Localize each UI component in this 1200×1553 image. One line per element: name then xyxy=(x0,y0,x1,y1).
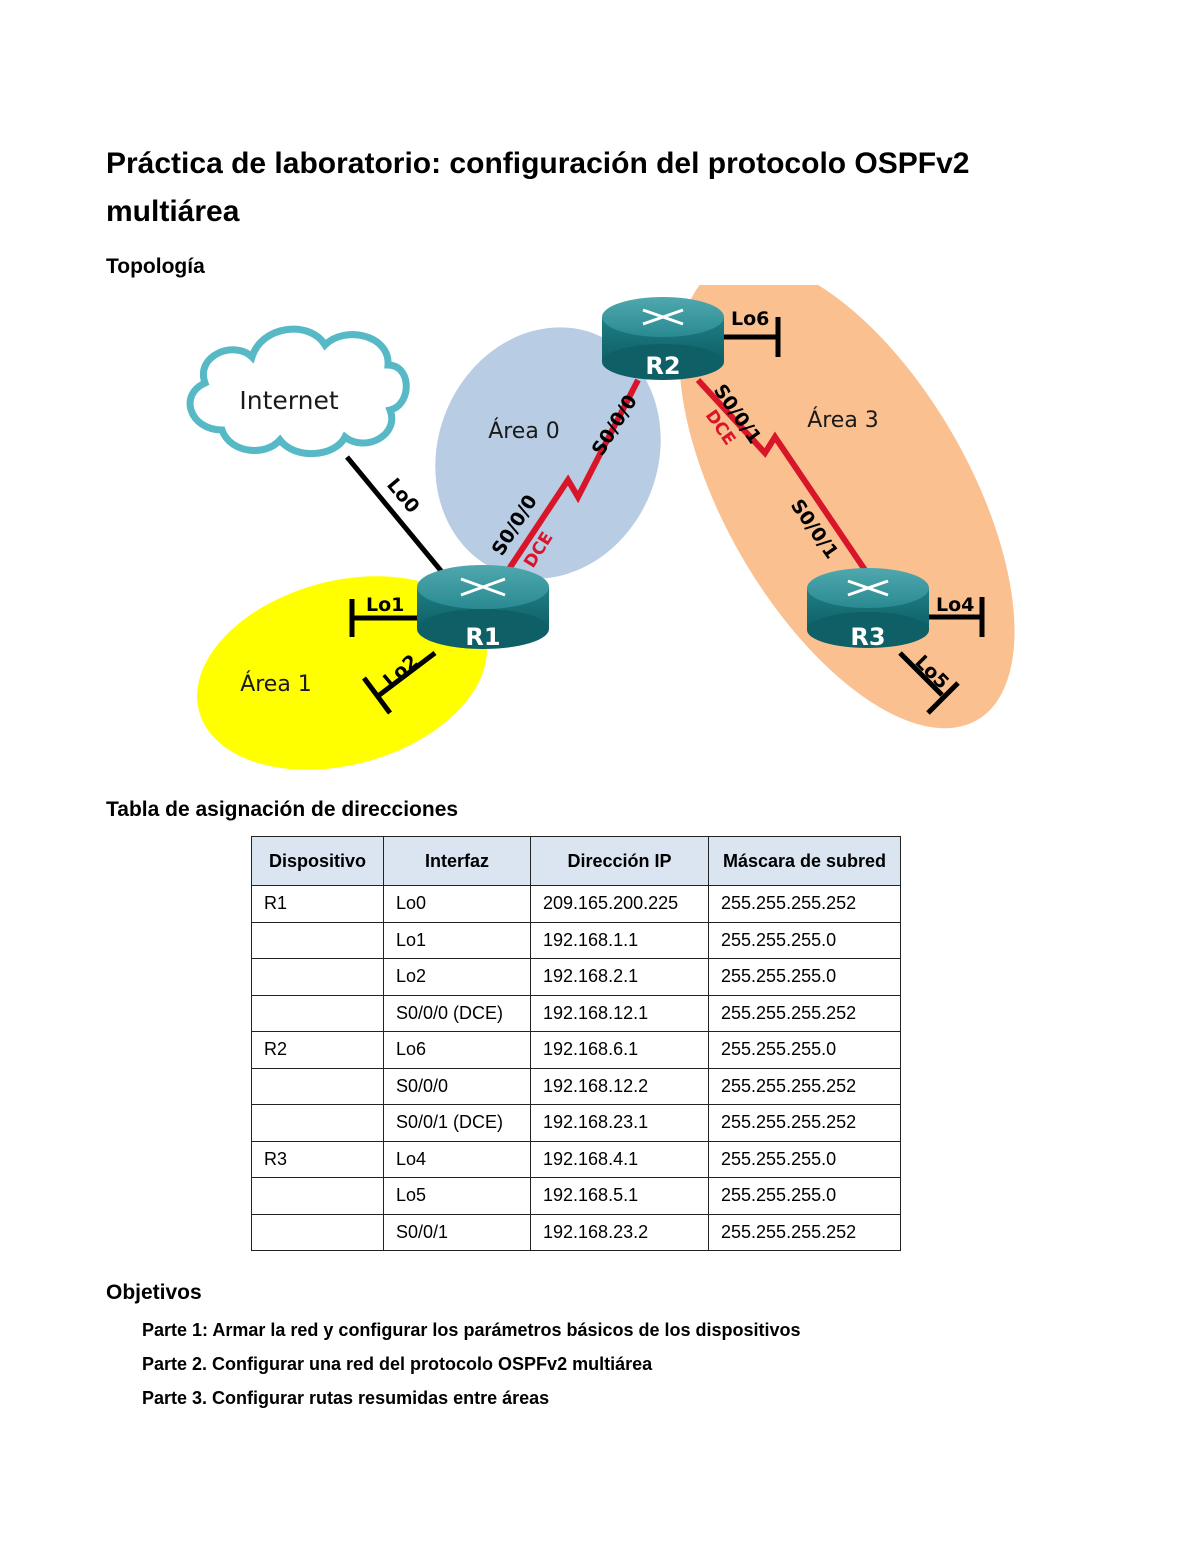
cell-ip: 192.168.23.2 xyxy=(530,1213,709,1251)
loopback-lo6-label: Lo6 xyxy=(731,308,769,330)
cell-ip: 192.168.4.1 xyxy=(530,1140,709,1178)
internet-cloud-icon xyxy=(186,325,410,457)
cell-ip: 192.168.23.1 xyxy=(530,1104,709,1142)
cell-device: R3 xyxy=(251,1140,384,1178)
loopback-lo1-label: Lo1 xyxy=(366,594,404,616)
cell-interface: S0/0/0 xyxy=(383,1067,531,1105)
cell-device xyxy=(251,1067,384,1105)
cell-ip: 192.168.12.2 xyxy=(530,1067,709,1105)
cell-interface: S0/0/0 (DCE) xyxy=(383,994,531,1032)
cell-device xyxy=(251,1177,384,1215)
router-r1-icon xyxy=(417,565,549,649)
router-r2-icon xyxy=(602,297,724,380)
area-0-region xyxy=(435,327,661,579)
link-serial-r1-r2 xyxy=(502,378,641,577)
topology-heading: Topología xyxy=(106,255,205,278)
cell-interface: Lo4 xyxy=(383,1140,531,1178)
cell-interface: Lo2 xyxy=(383,958,531,996)
cell-mask: 255.255.255.252 xyxy=(708,1104,901,1142)
header-mask: Máscara de subred xyxy=(708,836,901,886)
cell-device xyxy=(251,958,384,996)
loopback-lo6-icon xyxy=(720,317,781,357)
cell-ip: 192.168.5.1 xyxy=(530,1177,709,1215)
router-r2-label: R2 xyxy=(645,352,680,380)
cell-mask: 255.255.255.0 xyxy=(708,1140,901,1178)
cell-ip: 192.168.2.1 xyxy=(530,958,709,996)
link-lo0 xyxy=(345,455,444,574)
objectives-heading: Objetivos xyxy=(106,1281,202,1304)
page-title: Práctica de laboratorio: configuración d… xyxy=(106,147,970,228)
objective-part-2: Parte 2. Configurar una red del protocol… xyxy=(142,1354,653,1374)
cell-ip: 192.168.1.1 xyxy=(530,921,709,959)
cell-interface: Lo1 xyxy=(383,921,531,959)
area-1-label: Área 1 xyxy=(240,671,312,697)
link-serial-r2-r3 xyxy=(695,377,868,572)
cell-interface: S0/0/1 xyxy=(383,1213,531,1251)
link-label-lo0: Lo0 xyxy=(382,474,424,518)
header-ip: Dirección IP xyxy=(530,836,709,886)
cell-ip: 192.168.12.1 xyxy=(530,994,709,1032)
router-r3-icon xyxy=(807,568,929,648)
cell-mask: 255.255.255.0 xyxy=(708,1031,901,1069)
router-r3-label: R3 xyxy=(850,623,885,651)
cell-device xyxy=(251,1104,384,1142)
objective-part-1: Parte 1: Armar la red y configurar los p… xyxy=(142,1320,801,1340)
cell-device: R2 xyxy=(251,1031,384,1069)
loopback-lo4-icon xyxy=(925,597,985,637)
loopback-lo5-icon xyxy=(898,651,960,715)
cell-device xyxy=(251,1213,384,1251)
cell-interface: Lo5 xyxy=(383,1177,531,1215)
cell-mask: 255.255.255.252 xyxy=(708,994,901,1032)
area-0-label: Área 0 xyxy=(488,418,560,444)
loopback-lo4-label: Lo4 xyxy=(936,594,974,616)
area-1-region xyxy=(197,576,487,770)
cell-mask: 255.255.255.252 xyxy=(708,1213,901,1251)
internet-label: Internet xyxy=(239,386,338,415)
cell-mask: 255.255.255.0 xyxy=(708,1177,901,1215)
area-3-region xyxy=(679,285,1015,729)
cell-device xyxy=(251,994,384,1032)
cell-mask: 255.255.255.252 xyxy=(708,885,901,923)
table-header-row: Dispositivo Interfaz Dirección IP Máscar… xyxy=(251,836,901,886)
cell-interface: Lo0 xyxy=(383,885,531,923)
cell-interface: S0/0/1 (DCE) xyxy=(383,1104,531,1142)
cell-device: R1 xyxy=(251,885,384,923)
cell-mask: 255.255.255.252 xyxy=(708,1067,901,1105)
addressing-heading: Tabla de asignación de direcciones xyxy=(106,798,459,821)
objective-part-3: Parte 3. Configurar rutas resumidas entr… xyxy=(142,1388,550,1408)
cell-device xyxy=(251,921,384,959)
header-interface: Interfaz xyxy=(383,836,531,886)
topology-diagram: Internet Lo0 S0/0/0 DCE S0/0/0 S0/0/1 DC… xyxy=(186,285,1015,770)
loopback-lo2-icon xyxy=(361,651,437,715)
cell-mask: 255.255.255.0 xyxy=(708,958,901,996)
header-device: Dispositivo xyxy=(251,836,384,886)
loopback-lo1-icon xyxy=(349,599,420,637)
area-3-label: Área 3 xyxy=(807,407,879,433)
cell-ip: 209.165.200.225 xyxy=(530,885,709,923)
cell-ip: 192.168.6.1 xyxy=(530,1031,709,1069)
addressing-table: Dispositivo Interfaz Dirección IP Máscar… xyxy=(251,836,901,1251)
router-r1-label: R1 xyxy=(465,623,500,651)
cell-interface: Lo6 xyxy=(383,1031,531,1069)
cell-mask: 255.255.255.0 xyxy=(708,921,901,959)
